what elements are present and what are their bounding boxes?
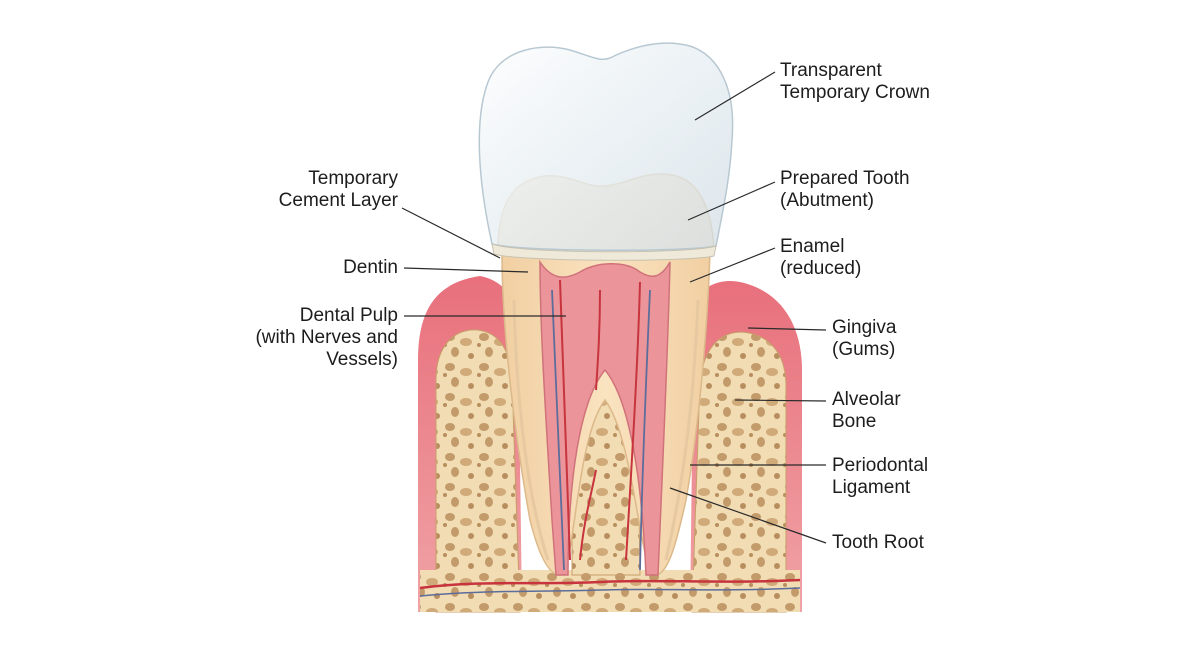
label-periodontal-ligament: Periodontal Ligament [832, 455, 928, 499]
label-alveolar-bone: Alveolar Bone [832, 389, 901, 433]
leader-cement [401, 207, 501, 259]
label-line: Cement Layer [278, 190, 398, 211]
bone-vessel [419, 578, 801, 590]
bone-vessel-blue [419, 587, 801, 597]
label-line: Bone [832, 411, 877, 432]
label-line: Vessels) [326, 349, 398, 370]
pulp-vessel-red [559, 279, 641, 561]
label-line: Prepared Tooth [780, 168, 910, 189]
alveolar-bone-base [420, 570, 800, 612]
label-line: Tooth Root [832, 532, 924, 553]
leader-gingiva [747, 327, 827, 331]
label-line: Enamel [780, 236, 845, 257]
leader-crown [694, 71, 776, 121]
leader-bone [734, 399, 827, 402]
label-line: Temporary Crown [780, 82, 930, 103]
leader-root [669, 487, 827, 544]
label-line: (Abutment) [780, 190, 874, 211]
transparent-crown [478, 42, 734, 252]
label-gingiva: Gingiva (Gums) [832, 317, 896, 361]
label-line: (with Nerves and [255, 327, 398, 348]
label-line: Temporary [308, 168, 398, 189]
leader-dentin [403, 267, 529, 273]
label-line: Periodontal [832, 455, 929, 476]
label-line: Transparent [780, 60, 882, 81]
label-line: Alveolar [832, 389, 901, 410]
leader-lines [401, 71, 827, 544]
label-line: (reduced) [780, 258, 862, 279]
label-enamel: Enamel (reduced) [780, 236, 861, 280]
label-line: Dental Pulp [299, 305, 398, 326]
label-tooth-root: Tooth Root [832, 532, 924, 554]
label-line: Dentin [343, 257, 398, 278]
label-line: Ligament [832, 477, 911, 498]
periodontal-ligament-outline [512, 299, 700, 561]
leader-prepared [687, 181, 776, 221]
label-line: Gingiva [832, 317, 897, 338]
label-prepared-tooth: Prepared Tooth (Abutment) [780, 168, 910, 212]
pulp-vessel-blue [551, 289, 651, 571]
leader-enamel [689, 247, 776, 283]
label-transparent-crown: Transparent Temporary Crown [780, 60, 930, 104]
label-line: (Gums) [832, 339, 896, 360]
label-dentin: Dentin [343, 257, 398, 279]
label-temporary-cement: Temporary Cement Layer [279, 168, 398, 212]
alveolar-bone-right [691, 331, 787, 613]
label-dental-pulp: Dental Pulp (with Nerves and Vessels) [255, 305, 398, 371]
alveolar-bone-left [435, 329, 521, 613]
cement-layer [491, 243, 717, 261]
